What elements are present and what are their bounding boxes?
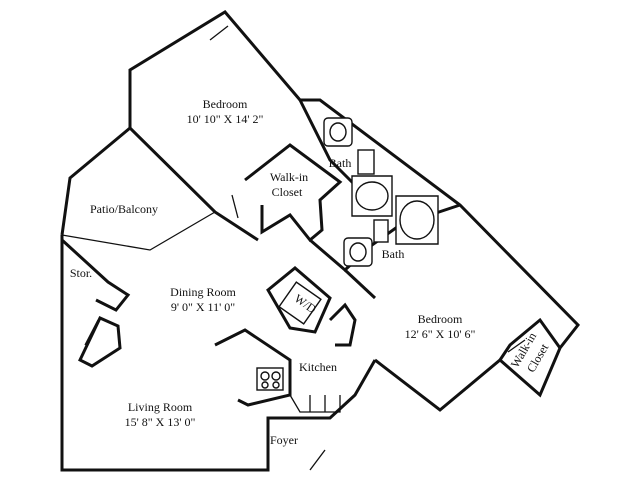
- bedroom2-size: 12' 6" X 10' 6": [405, 327, 476, 341]
- exterior-walls: [60, 10, 580, 472]
- balcony-storage-walls: [60, 211, 216, 368]
- foyer-walls: [266, 418, 326, 471]
- foyer-name: Foyer: [270, 433, 298, 447]
- wd-closet: [266, 266, 332, 334]
- kitchen-name: Kitchen: [299, 360, 337, 374]
- walkin1-line2: Closet: [272, 185, 303, 199]
- room-labels: Bedroom 10' 10" X 14' 2" Bath Walk-in Cl…: [70, 97, 552, 447]
- dining-name: Dining Room: [170, 285, 236, 299]
- patio-name: Patio/Balcony: [90, 202, 158, 216]
- bedroom1-size: 10' 10" X 14' 2": [187, 112, 264, 126]
- bath1-fixtures: [323, 117, 393, 217]
- bath1-name: Bath: [329, 156, 352, 170]
- living-name: Living Room: [128, 400, 193, 414]
- windows: [61, 25, 471, 430]
- kitchen-walls: [214, 302, 357, 413]
- bath2-name: Bath: [382, 247, 405, 261]
- living-size: 15' 8" X 13' 0": [125, 415, 196, 429]
- bedroom2-name: Bedroom: [418, 312, 463, 326]
- bedroom1-name: Bedroom: [203, 97, 248, 111]
- dining-size: 9' 0" X 11' 0": [171, 300, 235, 314]
- bath2-fixtures: [343, 195, 439, 267]
- storage-name: Stor.: [70, 266, 92, 280]
- walkin2-walls: [498, 317, 562, 361]
- walkin1-line1: Walk-in: [270, 170, 308, 184]
